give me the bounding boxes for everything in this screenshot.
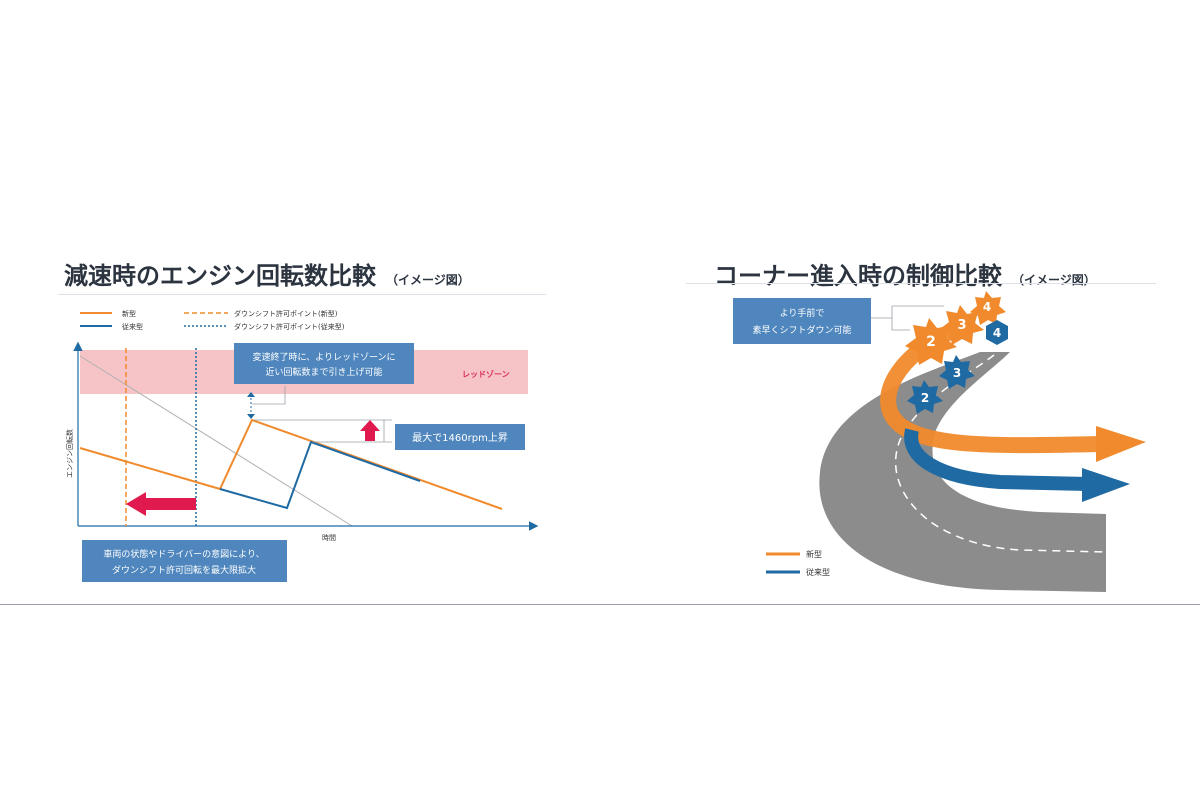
old-gear-4-label: 4 xyxy=(993,326,1001,340)
callout-bottom-line1: 車両の状態やドライバーの意図により、 xyxy=(103,548,264,560)
right-callout-leader-bottom xyxy=(891,318,910,331)
old-gear-3: 3 xyxy=(939,355,975,389)
old-path-arrowhead xyxy=(1082,468,1130,502)
legend-new-point-label: ダウンシフト許可ポイント(新型) xyxy=(234,309,338,318)
red-zone-label: レッドゾーン xyxy=(462,369,510,379)
right-callout-line2: 素早くシフトダウン可能 xyxy=(752,324,851,336)
right-callout-line1: より手前で xyxy=(780,307,825,319)
left-legend: 新型 従来型 ダウンシフト許可ポイント(新型) ダウンシフト許可ポイント(従来型… xyxy=(80,309,345,331)
callout-bottom-line2: ダウンシフト許可回転を最大限拡大 xyxy=(112,564,256,576)
new-path-arrowhead xyxy=(1096,426,1146,462)
new-gear-3: 3 xyxy=(940,305,984,345)
new-rpm-line xyxy=(79,418,503,510)
new-gear-4: 4 xyxy=(970,291,1006,325)
new-gear-2-label: 2 xyxy=(926,334,936,350)
callout-rpm-box xyxy=(395,424,525,450)
red-up-arrow xyxy=(360,420,380,441)
left-title-note: （イメージ図） xyxy=(386,273,470,287)
callout-rpm-text: 最大で1460rpm上昇 xyxy=(412,431,508,444)
old-rpm-line xyxy=(219,440,421,510)
x-axis-label: 時間 xyxy=(322,534,336,542)
left-title-rule xyxy=(58,294,546,295)
right-callout-box xyxy=(733,298,871,344)
right-legend-old-label: 従来型 xyxy=(806,567,830,577)
old-gear-2: 2 xyxy=(907,380,943,414)
old-gear-4: 4 xyxy=(986,320,1008,345)
left-panel-title: 減速時のエンジン回転数比較 （イメージ図） xyxy=(64,256,470,291)
legend-old-label: 従来型 xyxy=(122,322,143,331)
old-path-arrow xyxy=(904,428,1089,491)
right-panel-title: コーナー進入時の制御比較（イメージ図） xyxy=(714,256,1096,291)
red-left-arrow xyxy=(126,492,196,516)
callout-top-line1: 変速終了時に、よりレッドゾーンに xyxy=(252,351,395,363)
gap-marker-arrow-up xyxy=(247,392,255,397)
new-gear-2: 2 xyxy=(905,318,957,365)
callout-top-box xyxy=(234,343,414,384)
old-gear-3-label: 3 xyxy=(953,366,961,380)
left-title-text: 減速時のエンジン回転数比較 xyxy=(64,262,376,290)
old-gear-2-label: 2 xyxy=(921,391,929,405)
legend-new-label: 新型 xyxy=(122,309,136,318)
new-gear-3-label: 3 xyxy=(957,318,966,333)
bottom-divider xyxy=(0,604,1200,605)
y-axis-label: エンジン回転数 xyxy=(65,429,74,478)
right-title-text: コーナー進入時の制御比較 xyxy=(714,262,1002,290)
callout-bottom-box xyxy=(82,540,287,582)
gap-marker-arrow-down xyxy=(247,414,255,419)
new-gear-4-label: 4 xyxy=(983,300,991,314)
legend-old-point-label: ダウンシフト許可ポイント(従来型) xyxy=(234,322,345,331)
right-callout-leader-top xyxy=(870,305,944,319)
right-legend-new-label: 新型 xyxy=(806,549,822,559)
new-path-arrow xyxy=(880,322,1105,454)
right-title-rule xyxy=(686,283,1156,284)
callout-top-line2: 近い回転数まで引き上げ可能 xyxy=(265,366,382,378)
right-legend: 新型 従来型 xyxy=(766,549,830,577)
callout-top-leader xyxy=(252,386,286,405)
